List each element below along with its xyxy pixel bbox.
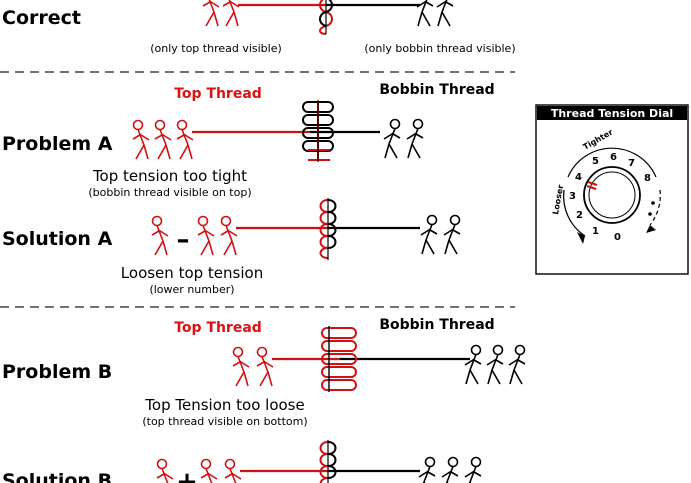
top-thread-title: Top Thread	[174, 320, 262, 336]
dial-indicator	[586, 185, 597, 190]
bobbin-puller	[486, 344, 504, 385]
problem-b-label: Problem B	[2, 361, 112, 383]
tighter-arc-dashed	[649, 189, 661, 226]
bobbin-puller	[508, 344, 526, 385]
dial-number: 7	[628, 158, 635, 169]
solution-b-label: Solution B	[2, 470, 112, 483]
dial-dot	[648, 212, 652, 216]
dial-outer-ring	[583, 166, 641, 224]
dial-frame	[535, 104, 689, 275]
bobbin-puller	[420, 214, 438, 255]
bobbin-thread-title: Bobbin Thread	[379, 317, 494, 333]
bobbin-thread-title: Bobbin Thread	[379, 82, 494, 98]
top-loop	[321, 340, 357, 352]
top-loop	[321, 379, 357, 391]
plus-sign: +	[176, 467, 198, 483]
looser-arrow	[577, 232, 585, 244]
correct-section: Correct (only top thread visible) (only …	[2, 0, 516, 55]
top-loop	[321, 353, 357, 365]
problem-a-section: Top Thread Bobbin Thread Problem A Top t…	[2, 82, 495, 199]
stitch-loop	[327, 199, 337, 249]
top-puller	[202, 0, 220, 27]
problem-a-label: Problem A	[2, 133, 113, 155]
dial-number: 2	[576, 210, 583, 221]
bobbin-puller	[441, 456, 459, 483]
looser-arc	[563, 189, 586, 237]
bobbin-puller	[406, 118, 424, 159]
top-puller	[176, 119, 194, 160]
dial-number: 0	[614, 232, 621, 243]
dial-indicator	[587, 181, 598, 186]
stitch-loop	[319, 441, 329, 483]
stitch-loop	[319, 199, 329, 259]
solution-a-caption: Loosen top tension	[121, 264, 263, 282]
problem-b-section: Top Thread Bobbin Thread Problem B Top T…	[2, 317, 526, 428]
bobbin-puller	[464, 456, 482, 483]
top-puller	[220, 215, 238, 256]
solution-a-label: Solution A	[2, 228, 113, 250]
problem-b-subcaption: (top thread visible on bottom)	[142, 415, 307, 428]
correct-caption-left: (only top thread visible)	[150, 42, 282, 55]
dial-number: 1	[592, 226, 599, 237]
problem-b-caption: Top Tension too loose	[144, 396, 304, 414]
bobbin-puller	[464, 344, 482, 385]
stitch-loop	[319, 0, 333, 35]
bobbin-puller	[383, 118, 401, 159]
minus-sign: –	[177, 225, 190, 255]
problem-a-subcaption: (bobbin thread visible on top)	[88, 186, 251, 199]
dial-number: 4	[575, 172, 582, 183]
dial-title-bar	[537, 106, 687, 120]
top-thread-title: Top Thread	[174, 86, 262, 102]
dial-number: 8	[644, 173, 651, 184]
dial-inner-ring	[588, 171, 636, 219]
top-puller	[224, 458, 242, 483]
top-puller	[222, 0, 240, 27]
top-puller	[200, 458, 218, 483]
tighter-arc	[567, 147, 657, 178]
top-puller	[256, 346, 274, 387]
tighter-arrow	[646, 225, 656, 233]
problem-a-caption: Top tension too tight	[92, 167, 247, 185]
dial-number: 5	[592, 156, 599, 167]
top-loop	[321, 327, 357, 339]
tension-dial-panel: Thread Tension Dial Tighter Looser 0 1 2…	[535, 104, 689, 275]
solution-a-section: Solution A – Loosen top tension (lower n…	[2, 198, 461, 296]
dial-title: Thread Tension Dial	[551, 107, 673, 120]
dial-dot	[651, 201, 655, 205]
correct-label: Correct	[2, 7, 81, 29]
solution-a-subcaption: (lower number)	[149, 283, 234, 296]
correct-caption-right: (only bobbin thread visible)	[364, 42, 515, 55]
bobbin-puller	[443, 214, 461, 255]
stitch-loop	[327, 441, 337, 479]
dial-number: 3	[569, 191, 576, 202]
bobbin-puller	[418, 456, 436, 483]
dial-number: 6	[610, 152, 617, 163]
top-puller	[151, 215, 169, 256]
top-puller	[197, 215, 215, 256]
bobbin-puller	[436, 0, 454, 27]
solution-b-section: Solution B +	[2, 440, 482, 483]
top-puller	[156, 458, 174, 483]
top-puller	[132, 119, 150, 160]
top-puller	[232, 346, 250, 387]
top-loop	[321, 366, 357, 378]
top-puller	[154, 119, 172, 160]
